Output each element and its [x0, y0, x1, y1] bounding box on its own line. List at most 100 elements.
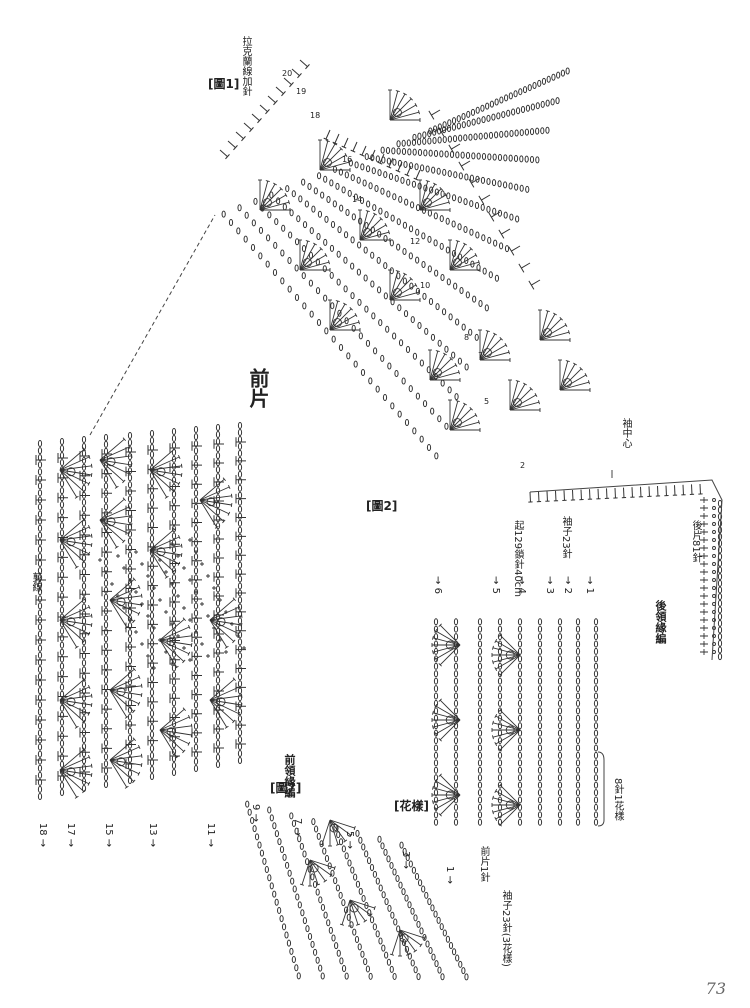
chain-stitch	[103, 475, 109, 483]
fan-stitch	[159, 716, 190, 731]
fan-tip	[182, 617, 186, 622]
chain-stitch	[312, 881, 318, 889]
fan-tip	[164, 575, 169, 579]
chain-stitch	[401, 888, 406, 896]
neck-cross-stitches	[98, 538, 246, 670]
chain-stitch	[149, 668, 155, 675]
fan-stitch	[495, 804, 521, 820]
chain-stitch	[496, 112, 501, 120]
fan-tip	[232, 677, 236, 682]
chain-stitch	[193, 680, 199, 688]
chain-stitch	[459, 287, 464, 294]
chain-stitch	[37, 785, 43, 793]
fan-stitch	[439, 699, 461, 721]
chain-stitch	[127, 544, 133, 552]
chain-stitch	[420, 164, 425, 172]
fan-tip	[343, 302, 347, 306]
fan-stitch	[499, 654, 521, 676]
shell-fan	[59, 447, 93, 499]
chain-stitch	[127, 432, 133, 440]
chain-stitch	[517, 699, 523, 707]
fan-tip	[455, 240, 460, 242]
fan-tip	[444, 193, 448, 197]
fan-tip	[438, 773, 442, 777]
chain-stitch	[360, 369, 366, 376]
fan-stitch	[319, 161, 350, 171]
chain-stitch	[593, 677, 599, 685]
chain-stitch	[300, 909, 305, 917]
cross-stitch	[206, 654, 210, 658]
fan-stitch	[99, 515, 132, 521]
chain-stitch	[193, 581, 199, 589]
chain-stitch	[344, 171, 349, 179]
chain-stitch	[390, 911, 395, 919]
chain-stitch	[421, 232, 426, 240]
fan-tip	[339, 147, 343, 151]
fan-tip	[409, 97, 413, 101]
chain-stitch	[127, 446, 133, 454]
fan-stitch	[419, 194, 447, 211]
chain-stitch	[287, 285, 292, 293]
fan-stitch	[439, 794, 461, 816]
cross-stitch	[200, 562, 204, 566]
fan-tip	[232, 597, 236, 602]
chain-stitch	[286, 939, 292, 947]
chain-stitch	[414, 163, 419, 171]
chain-stitch	[237, 204, 242, 212]
chain-stitch	[400, 176, 405, 184]
fan-tip	[418, 110, 420, 115]
chain-stitch	[396, 140, 401, 148]
fan-tip	[88, 684, 91, 689]
chain-stitch	[193, 708, 199, 716]
chain-stitch	[537, 625, 543, 633]
chain-stitch	[442, 168, 447, 176]
chain-stitch	[413, 966, 418, 974]
fan-stitch	[389, 284, 417, 301]
cross-stitch	[188, 658, 192, 662]
chain-stitch	[215, 571, 221, 579]
fan-tip	[124, 625, 129, 629]
chain-stitch	[237, 729, 243, 737]
fan-tip	[353, 825, 356, 831]
chain-stitch	[302, 850, 307, 858]
fan-stitch	[449, 400, 459, 431]
fan-tip	[492, 720, 494, 725]
chain-stitch	[37, 602, 43, 610]
picot-circle	[66, 697, 76, 707]
chain-stitch	[497, 759, 503, 767]
chain-stitch	[59, 711, 65, 719]
chain-stitch	[267, 211, 272, 219]
chain-stitch	[557, 640, 563, 648]
chain-stitch	[149, 724, 155, 731]
chain-stitch	[468, 133, 473, 141]
chain-stitch	[407, 148, 412, 156]
chain-stitch	[389, 861, 394, 869]
fan-tip	[132, 779, 136, 784]
chain-stitch	[171, 692, 177, 700]
chain-row	[149, 430, 155, 780]
chain-stitch	[499, 130, 504, 138]
row-number-pattern: → 6	[431, 576, 443, 594]
chain-stitch	[237, 659, 243, 667]
fan-stitch	[109, 759, 128, 788]
chain-stitch	[517, 662, 523, 670]
chain-stitch	[444, 422, 449, 430]
fan-tip	[172, 489, 176, 494]
row-number-pattern: → 3	[543, 576, 555, 594]
chain-stitch	[464, 363, 469, 371]
chain-stitch	[59, 627, 65, 635]
chain-stitch	[330, 302, 335, 310]
picot-circle	[156, 547, 166, 557]
fan-stitch	[59, 615, 92, 621]
chain-stitch	[376, 256, 381, 264]
chain-stitch	[103, 593, 109, 601]
chain-stitch	[365, 965, 371, 973]
chain-stitch	[575, 737, 581, 745]
chain-row	[348, 159, 520, 223]
picot-circle	[349, 903, 359, 913]
fan-stitch	[209, 678, 235, 701]
shell-fan	[159, 617, 193, 669]
chain-stitch	[59, 571, 65, 579]
chain-stitch	[326, 919, 331, 927]
chain-stitch	[455, 318, 460, 326]
